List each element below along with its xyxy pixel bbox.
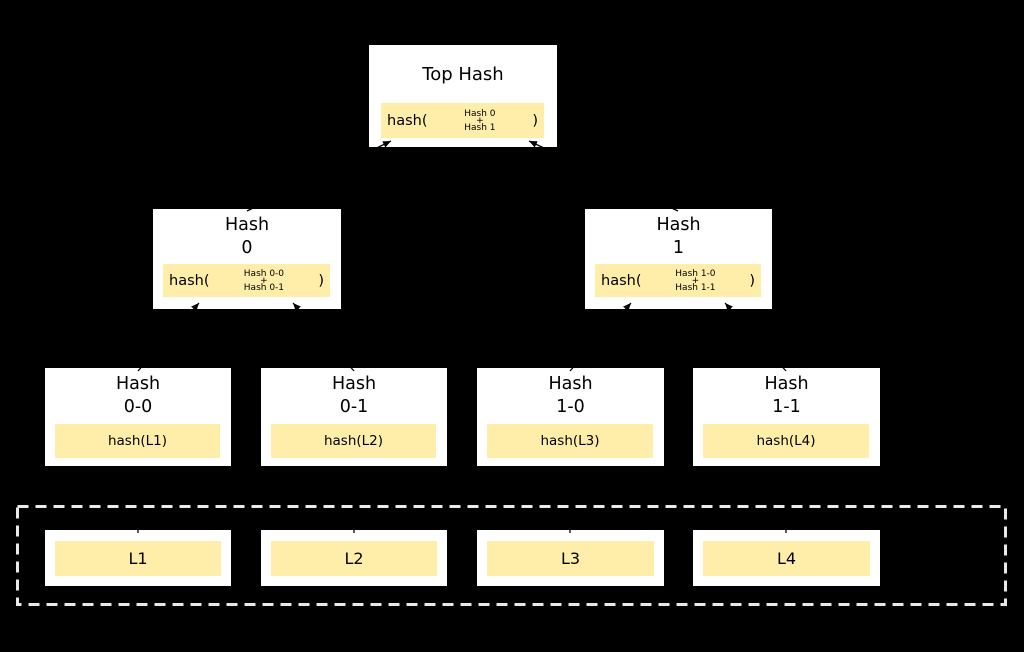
block-label: L2: [344, 548, 364, 568]
arrow-hash-0-to-top-hash: [246, 140, 392, 212]
data-block-l4: L4: [692, 529, 881, 587]
node-title-line2: 0-0: [123, 397, 153, 417]
node-hash-0-1: Hash 0-1 hash(L2): [260, 367, 448, 467]
node-title: Top Hash: [369, 45, 557, 103]
node-title-line1: Hash: [224, 214, 270, 235]
hash-value: hash(L1): [55, 424, 220, 458]
node-title: Hash 0-0: [45, 368, 231, 424]
hash-plus: +: [260, 275, 268, 286]
hash-args-stack: Hash 0 + Hash 1: [464, 108, 496, 133]
block-label-box: L1: [55, 540, 221, 576]
arrow-hash-0-0-to-hash-0: [137, 302, 200, 372]
block-label: L4: [776, 548, 797, 568]
node-title-line1: Hash: [548, 374, 593, 394]
hash-arg-top: Hash 0: [464, 108, 496, 119]
hash-args-stack: Hash 0-0 + Hash 0-1: [243, 268, 285, 293]
node-title: Hash 1-1: [693, 368, 880, 424]
data-block-l2: L2: [260, 529, 448, 587]
node-title-line2: 1-1: [772, 397, 801, 417]
hash-close-paren: ): [532, 112, 538, 129]
node-hash-1-0: Hash 1-0 hash(L3): [476, 367, 665, 467]
block-label-box: L3: [487, 540, 654, 576]
hash-formula: hash( Hash 0-0 + Hash 0-1 ): [163, 264, 330, 297]
arrow-hash-0-1-to-hash-0: [292, 302, 355, 372]
hash-arg-bottom: Hash 1: [464, 122, 496, 133]
node-title-line: Top Hash: [422, 63, 504, 85]
block-label-box: L2: [271, 540, 437, 576]
hash-close-paren: ): [318, 272, 324, 289]
hash-arg-top: Hash 1-0: [675, 268, 716, 279]
node-title-line2: 0-1: [339, 397, 369, 417]
block-label: L1: [128, 548, 148, 568]
node-title-line2: 1-0: [556, 397, 585, 417]
node-hash-1: Hash 1 hash( Hash 1-0 + Hash 1-1 ): [584, 208, 773, 310]
arrow-hash-1-0-to-hash-1: [569, 302, 632, 372]
node-title-line2: 0: [241, 237, 253, 258]
node-hash-0: Hash 0 hash( Hash 0-0 + Hash 0-1 ): [152, 208, 342, 310]
hash-formula: hash( Hash 0 + Hash 1 ): [381, 103, 544, 138]
node-title: Hash 1: [585, 209, 772, 264]
hash-value-text: hash(L2): [323, 433, 384, 449]
node-title: Hash 0: [153, 209, 341, 264]
block-label-box: L4: [703, 540, 870, 576]
hash-value-text: hash(L3): [540, 433, 600, 449]
hash-fn: hash(: [387, 112, 428, 129]
hash-args-stack: Hash 1-0 + Hash 1-1: [675, 268, 716, 293]
hash-arg-top: Hash 0-0: [243, 268, 285, 279]
hash-plus: +: [691, 275, 700, 286]
arrow-hash-1-1-to-hash-1: [724, 302, 787, 372]
block-label: L3: [560, 548, 581, 568]
node-top-hash: Top Hash hash( Hash 0 + Hash 1 ): [368, 44, 558, 148]
arrow-hash-1-to-top-hash: [528, 140, 679, 212]
node-hash-0-0: Hash 0-0 hash(L1): [44, 367, 232, 467]
node-title: Hash 0-1: [261, 368, 447, 424]
node-title-line1: Hash: [764, 374, 809, 394]
hash-close-paren: ): [749, 272, 755, 289]
hash-value: hash(L4): [703, 424, 869, 458]
hash-value: hash(L2): [271, 424, 436, 458]
data-block-l3: L3: [476, 529, 665, 587]
hash-formula: hash( Hash 1-0 + Hash 1-1 ): [595, 264, 761, 297]
hash-fn: hash(: [169, 272, 210, 289]
node-title-line1: Hash: [115, 374, 161, 394]
node-title-line1: Hash: [656, 214, 701, 235]
hash-value: hash(L3): [487, 424, 653, 458]
data-block-l1: L1: [44, 529, 232, 587]
hash-value-text: hash(L1): [107, 433, 168, 449]
node-title-line1: Hash: [331, 374, 377, 394]
hash-value-text: hash(L4): [756, 433, 816, 449]
node-title: Hash 1-0: [477, 368, 664, 424]
hash-plus: +: [476, 115, 484, 126]
node-hash-1-1: Hash 1-1 hash(L4): [692, 367, 881, 467]
hash-arg-bottom: Hash 1-1: [675, 282, 716, 293]
node-title-line2: 1: [672, 237, 685, 258]
hash-fn: hash(: [601, 272, 642, 289]
hash-arg-bottom: Hash 0-1: [243, 282, 285, 293]
